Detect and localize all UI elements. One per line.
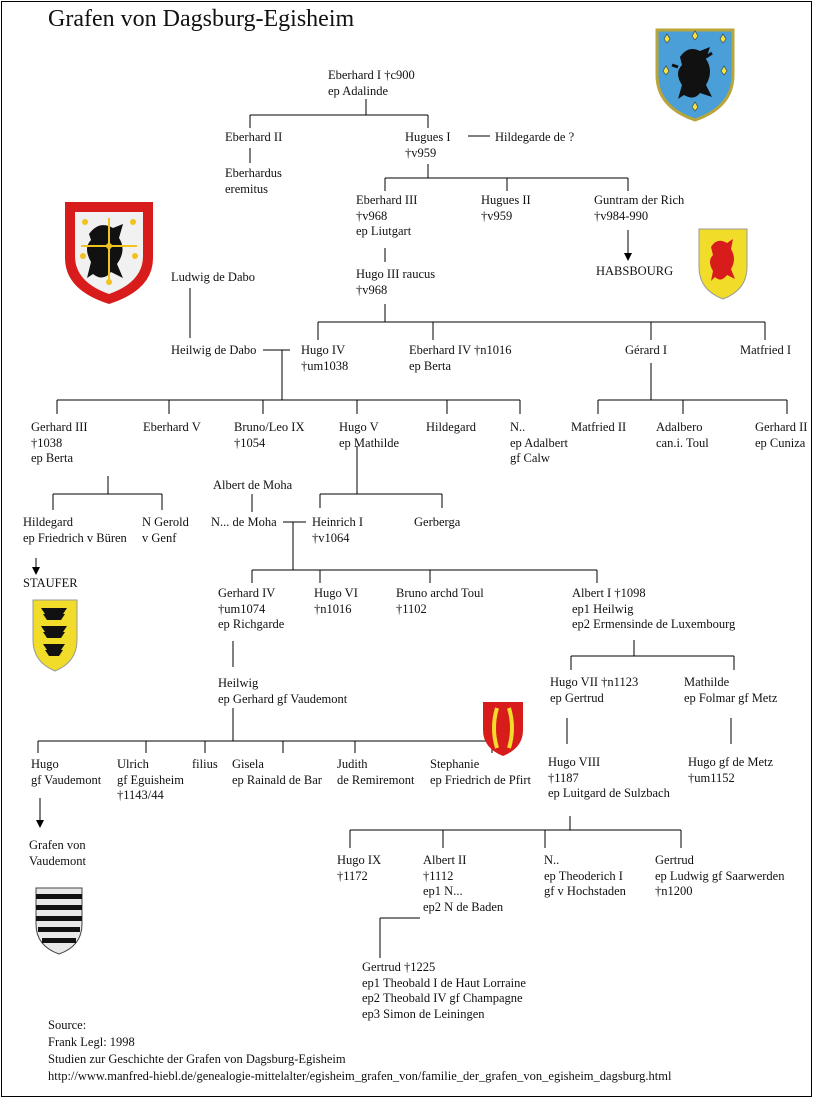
person-heilwig-de-dabo: Heilwig de Dabo (171, 343, 257, 357)
person-hugo-gf-de-metz: Hugo gf de Metz†um1152 (688, 755, 774, 785)
pfirt-coat-of-arms-icon (483, 702, 523, 756)
person-staufer: STAUFER (23, 576, 78, 590)
person-hildegard: Hildegard (426, 420, 476, 434)
vaudemont-coat-of-arms-icon (35, 887, 83, 955)
person-n-de-moha: N... de Moha (211, 515, 277, 529)
dagsburg-coat-of-arms-icon (655, 28, 735, 122)
source-title: Studien zur Geschichte der Grafen von Da… (48, 1052, 346, 1066)
person-albert-de-moha: Albert de Moha (213, 478, 293, 492)
person-bruno-leo-ix: Bruno/Leo IX†1054 (234, 420, 305, 450)
source-url: http://www.manfred-hiebl.de/genealogie-m… (48, 1069, 672, 1083)
source-heading: Source: (48, 1018, 87, 1032)
person-heinrich-i: Heinrich I†v1064 (312, 515, 364, 545)
person-filius: filius (192, 757, 218, 771)
person-hildegarde: Hildegarde de ? (495, 130, 575, 144)
person-hugues-ii: Hugues II†v959 (481, 193, 531, 223)
person-bruno-archd: Bruno archd Toul†1102 (396, 586, 484, 616)
person-hugo-ix: Hugo IX†1172 (337, 853, 382, 883)
habsbourg-coat-of-arms-icon (698, 228, 748, 300)
person-gerard-i: Gérard I (625, 343, 667, 357)
red-lion-coat-of-arms-icon (65, 202, 153, 304)
person-guntram: Guntram der Rich†v984-990 (594, 193, 685, 223)
person-hugo-vi: Hugo VI†n1016 (314, 586, 358, 616)
person-eberhard-v: Eberhard V (143, 420, 201, 434)
person-hugo-iii: Hugo III raucus†v968 (356, 267, 436, 297)
person-ludwig-de-dabo: Ludwig de Dabo (171, 270, 256, 284)
page-title: Grafen von Dagsburg-Egisheim (48, 6, 355, 32)
source-citation: Source: Frank Legl: 1998 Studien zur Ges… (48, 1017, 671, 1085)
source-author: Frank Legl: 1998 (48, 1035, 135, 1049)
person-matfried-i: Matfried I (740, 343, 792, 357)
person-hugues-i: Hugues I†v959 (405, 130, 451, 160)
person-eberhard-ii: Eberhard II (225, 130, 283, 144)
staufer-coat-of-arms-icon (32, 599, 78, 672)
person-matfried-ii: Matfried II (571, 420, 627, 434)
person-gerberga: Gerberga (414, 515, 461, 529)
person-hugo-iv: Hugo IV†um1038 (301, 343, 349, 373)
person-habsbourg: HABSBOURG (596, 264, 674, 278)
